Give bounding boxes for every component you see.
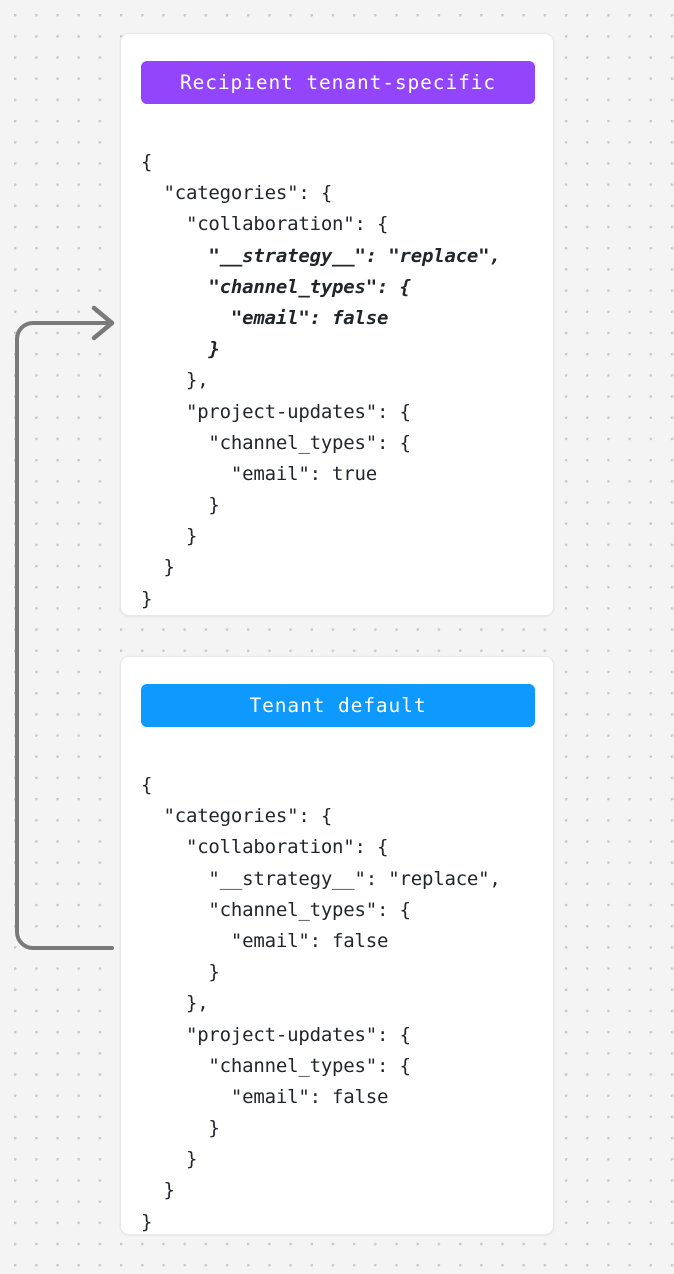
code-line: } (141, 556, 175, 579)
code-line: }, (141, 992, 209, 1015)
card-header-tenant-default: Tenant default (141, 684, 535, 727)
code-line: "__strategy__": "replace", (141, 867, 501, 890)
code-line: "email": false (141, 929, 389, 952)
code-line: "email": false (141, 306, 389, 329)
code-line: "collaboration": { (141, 213, 389, 236)
code-block-recipient-tenant-specific: { "categories": { "collaboration": { "__… (141, 147, 539, 615)
code-line: "categories": { (141, 805, 333, 828)
arrow-path (15, 321, 114, 950)
code-line: } (141, 1148, 198, 1171)
code-line: "project-updates": { (141, 400, 411, 423)
code-line: } (141, 494, 220, 517)
card-header-recipient-tenant-specific: Recipient tenant-specific (141, 61, 535, 104)
code-line: } (141, 1210, 153, 1233)
code-line: "channel_types": { (141, 275, 411, 298)
code-line: }, (141, 369, 209, 392)
code-line: } (141, 525, 198, 548)
code-line: { (141, 151, 153, 173)
code-line: "collaboration": { (141, 836, 389, 859)
code-line: } (141, 1117, 220, 1140)
arrow-head-icon (91, 305, 115, 341)
code-block-tenant-default: { "categories": { "collaboration": { "__… (141, 770, 539, 1234)
code-line: "project-updates": { (141, 1023, 411, 1046)
card-tenant-default: Tenant default { "categories": { "collab… (120, 656, 554, 1235)
code-line: { (141, 774, 153, 796)
code-line: "categories": { (141, 182, 333, 205)
code-line: "channel_types": { (141, 898, 411, 921)
code-line: "__strategy__": "replace", (141, 244, 501, 267)
code-line: "email": false (141, 1085, 389, 1108)
card-recipient-tenant-specific: Recipient tenant-specific { "categories"… (120, 33, 554, 616)
code-line: "email": true (141, 462, 378, 485)
code-line: } (141, 587, 153, 610)
code-line: } (141, 1179, 175, 1202)
code-line: "channel_types": { (141, 431, 411, 454)
code-line: } (141, 338, 220, 361)
code-line: "channel_types": { (141, 1054, 411, 1077)
code-line: } (141, 961, 220, 984)
